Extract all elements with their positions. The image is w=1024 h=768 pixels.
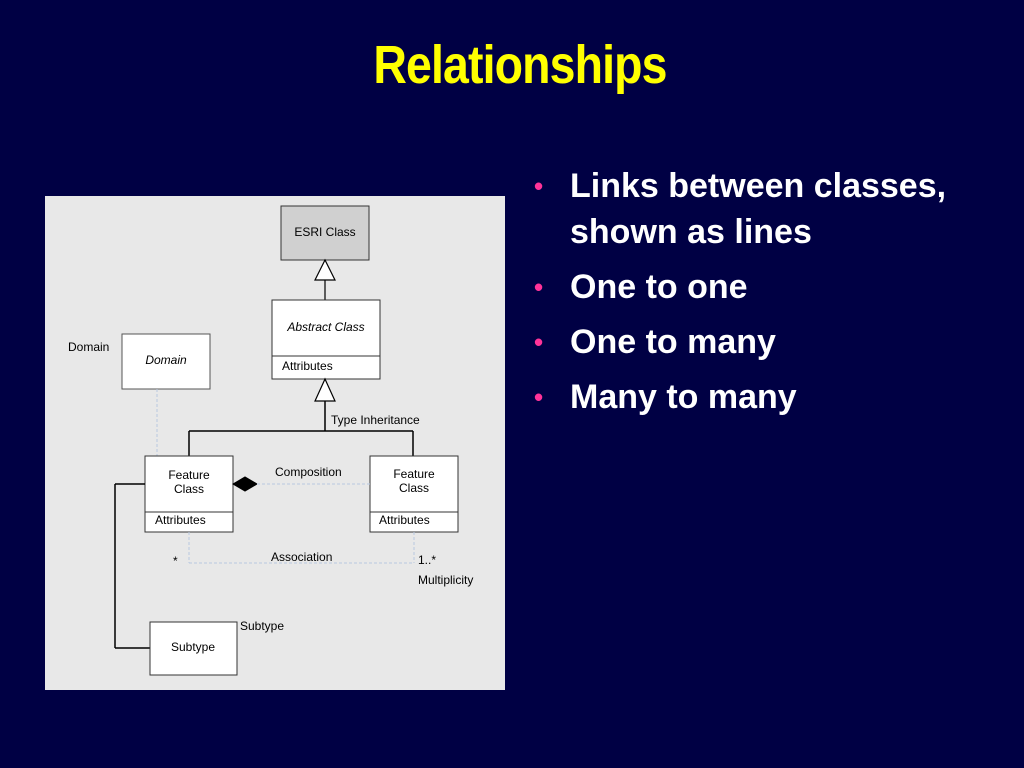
slide-title: Relationships (373, 35, 667, 95)
type-inheritance-label: Type Inheritance (331, 413, 420, 427)
uml-diagram: ESRI Class Abstract Class Attributes Typ… (45, 196, 505, 690)
bullet-marker: • (534, 171, 544, 201)
subtype-box: Subtype (149, 621, 238, 676)
bullet-text: One to many (570, 323, 776, 361)
composition-diamond (232, 476, 258, 492)
domain-label: Domain (68, 340, 109, 354)
abstract-class-attributes: Attributes (282, 359, 333, 373)
bullet-text: Links between classes, shown as lines (570, 167, 947, 251)
bullet-item: • One to one (534, 264, 1004, 310)
domain-box-label: Domain (145, 353, 187, 367)
feature-class-right-line2: Class (399, 481, 429, 495)
bullet-text: Many to many (570, 378, 797, 416)
feature-class-box-right: Feature Class Attributes (369, 455, 459, 533)
esri-class-box: ESRI Class (280, 205, 370, 261)
esri-class-label: ESRI Class (294, 225, 355, 239)
bullet-text: One to one (570, 268, 748, 306)
multiplicity-star: * (173, 554, 178, 568)
feature-class-left-attributes: Attributes (155, 513, 206, 527)
domain-box: Domain (121, 333, 211, 390)
inheritance-arrow-bottom (314, 377, 336, 402)
bullet-list: • Links between classes, shown as lines … (534, 163, 1004, 429)
bullet-marker: • (534, 327, 544, 357)
subtype-label: Subtype (240, 619, 284, 633)
bullet-marker: • (534, 382, 544, 412)
feature-class-right-line1: Feature (393, 467, 435, 481)
multiplicity-label: Multiplicity (418, 573, 473, 587)
composition-label: Composition (275, 465, 342, 479)
subtype-box-label: Subtype (171, 640, 215, 654)
bullet-item: • Links between classes, shown as lines (534, 163, 1004, 255)
feature-class-right-attributes: Attributes (379, 513, 430, 527)
association-label: Association (271, 550, 332, 564)
feature-class-left-line2: Class (174, 482, 204, 496)
multiplicity-one-many: 1..* (418, 553, 436, 567)
feature-class-left-line1: Feature (168, 468, 210, 482)
feature-class-box-left: Feature Class Attributes (144, 455, 234, 533)
bullet-marker: • (534, 272, 544, 302)
inheritance-arrow-top (314, 258, 336, 281)
abstract-class-label: Abstract Class (286, 320, 364, 334)
bullet-item: • One to many (534, 319, 1004, 365)
bullet-item: • Many to many (534, 374, 1004, 420)
abstract-class-box: Abstract Class Attributes (271, 299, 381, 380)
